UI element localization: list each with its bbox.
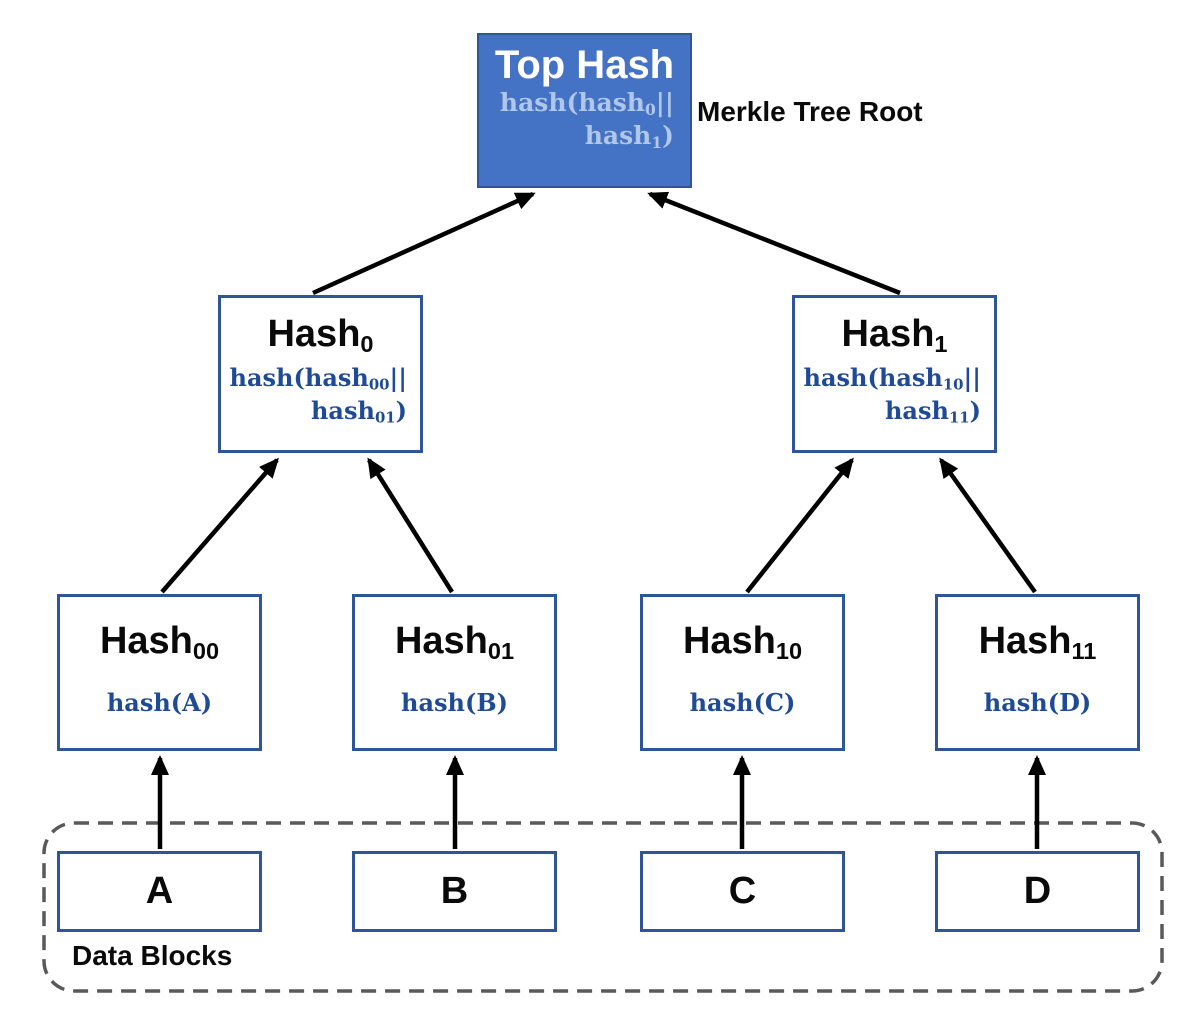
node-formula: hash(B) [401,687,508,717]
node-hash0: Hash0 hash(hash00|| hash01) [218,295,423,453]
data-block-a: A [57,851,262,932]
node-top-hash: Top Hash hash(hash0|| hash1) [477,33,692,188]
merkle-tree-root-label: Merkle Tree Root [697,96,923,127]
data-block-b: B [352,851,557,932]
arrow-hash1-to-top [647,191,901,296]
node-title: Top Hash [494,43,675,87]
node-hash11: Hash11 hash(D) [935,594,1140,751]
arrow-hash10-to-hash1 [745,457,854,594]
node-title: Hash00 [99,620,220,664]
data-block-label: D [1023,870,1052,912]
node-hash00: Hash00 hash(A) [57,594,262,751]
data-block-label: B [440,870,469,912]
node-hash01: Hash01 hash(B) [352,594,557,751]
data-block-label: C [728,870,757,912]
node-formula: hash(D) [983,687,1092,717]
node-formula: hash(C) [689,687,796,717]
data-block-c: C [640,851,845,932]
data-blocks-label: Data Blocks [72,940,233,971]
node-formula: hash(A) [106,687,213,717]
node-formula: hash(hash0|| hash1) [499,88,674,152]
node-title: Hash01 [394,620,515,664]
node-formula: hash(hash00|| hash01) [229,362,407,427]
arrow-hash01-to-hash0 [367,457,454,594]
data-block-d: D [935,851,1140,932]
node-title: Hash0 [267,313,374,357]
arrow-hash00-to-hash0 [160,457,279,594]
arrow-hash0-to-top [312,191,536,296]
arrow-hash11-to-hash1 [939,457,1037,594]
node-hash1: Hash1 hash(hash10|| hash11) [792,295,997,453]
node-title: Hash11 [978,620,1097,664]
node-title: Hash1 [841,313,948,357]
node-formula: hash(hash10|| hash11) [803,362,981,427]
data-block-label: A [145,870,174,912]
data-blocks-container [42,821,1164,993]
node-title: Hash10 [682,620,803,664]
node-hash10: Hash10 hash(C) [640,594,845,751]
